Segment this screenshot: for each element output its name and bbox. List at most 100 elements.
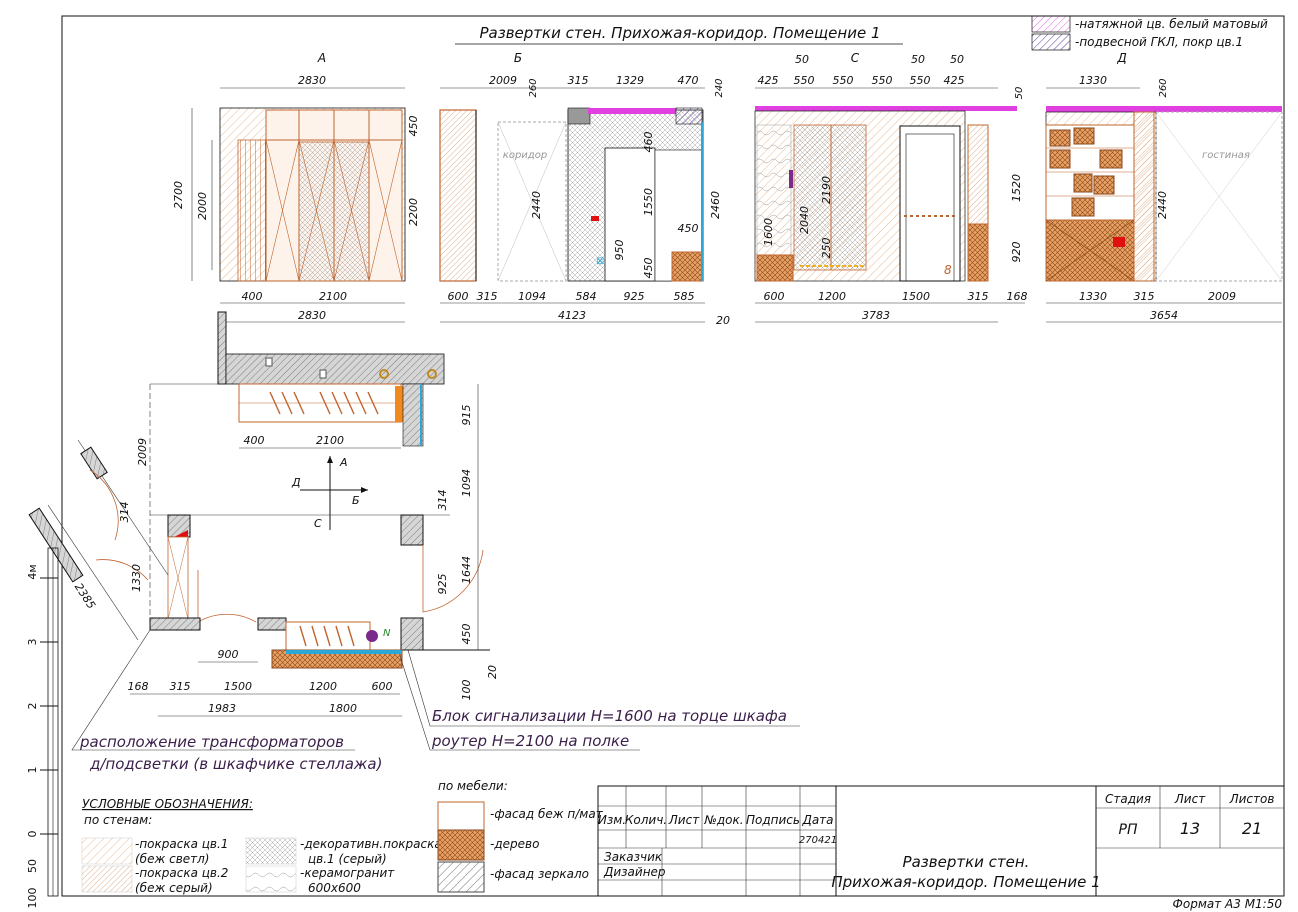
elevation-c-top-7: 50 [950,53,964,66]
elevation-b-h-4: 450 [642,258,655,279]
sheet-title: Развертки стен. Прихожая-коридор. Помеще… [480,24,881,42]
legend-porcelain: -керамогранит [300,866,395,880]
elevation-b-alarm-icon [591,216,599,221]
elevation-a-label: А [317,51,326,65]
tb-designer: Дизайнер [603,865,666,879]
legend-title: УСЛОВНЫЕ ОБОЗНАЧЕНИЯ: [82,797,253,811]
plan-dim-20: 1330 [130,564,143,592]
scale-bar: 4м 3 2 1 0 50 100 [26,547,59,909]
elevation-d-h-1: 920 [1010,242,1023,263]
legend-paint-2-note: (беж серый) [135,881,213,895]
elevation-b-bottom-3: 584 [576,290,597,303]
title-block: Изм. Колич. Лист №док. Подпись Дата 2704… [597,785,1285,897]
elevation-b-bottom-1: 315 [477,290,498,303]
plan-dim-0: 400 [244,434,265,447]
legend-ceiling: -натяжной цв. белый матовый -подвесной Г… [1031,15,1268,51]
tb-stage-label: Стадия [1105,792,1151,806]
elevation-c-bottom-4: 168 [1007,290,1028,303]
elevation-b-top-5: 240 [714,78,725,97]
tb-header-list: Лист [668,813,700,827]
scale-tick-100: 100 [26,888,39,909]
elevation-b-offset: 20 [716,314,730,327]
elevation-b-top-3: 1329 [616,74,644,87]
sheet-format: Формат А3 М1:50 [1173,897,1283,911]
elevation-b-top-1: 260 [528,78,539,97]
elevation-d-bottom-2: 2009 [1208,290,1236,303]
elevation-d: Д 1330 260 гостиная 1520 920 2440 1330 3… [1010,51,1283,323]
tb-header-kolich: Колич. [625,813,667,827]
plan-dir-b: Б [352,494,360,507]
legend-swatch-wood [437,829,485,861]
tb-sheet: 13 [1180,819,1200,838]
elevation-d-label: Д [1116,51,1126,65]
note-alarm: Блок сигнализации Н=1600 на торце шкафа [432,707,787,725]
plan-dim-21: 2385 [72,581,98,612]
plan-dim-14: 1200 [309,680,337,693]
plan-dim-9: 100 [460,680,473,701]
tb-title-line2: Прихожая-коридор. Помещение 1 [831,873,1100,891]
plan-dim-18: 2009 [136,438,149,466]
elevation-b-h-1: 460 [642,132,655,153]
elevation-c-cabinet [756,254,794,282]
plan-dim-4: 314 [436,490,449,511]
elevation-b-top-0: 2009 [489,74,517,87]
elevation-b-bottom-2: 1094 [518,290,546,303]
plan-dim-12: 315 [170,680,191,693]
plan-alarm-icon [366,630,378,642]
plan-dim-3: 1094 [460,469,473,497]
elevation-a-wood-slats [237,139,267,282]
plan-dim-8: 20 [486,665,499,679]
elevation-c-bottom-0: 600 [764,290,785,303]
scale-tick-3: 3 [26,639,39,646]
tb-title-line1: Развертки стен. [903,853,1030,871]
legend-wood: -дерево [490,837,539,851]
legend-swatch-mirror [437,861,485,893]
legend-swatch-stretch-ceiling [1031,15,1071,33]
elevation-c-label: С [851,51,860,65]
legend-furniture: по мебели: -фасад беж п/мат -дерево -фас… [437,779,604,893]
legend-swatch-paint-2 [81,865,133,893]
elevation-a-bottom-dim-1: 2100 [319,290,347,303]
elevation-c-door-mark: 8 [944,263,952,277]
plan-orange-panel [395,386,403,422]
elevation-c-alarm-block [789,170,793,188]
legend-paint-2: -покраска цв.2 [135,866,228,880]
plan-dim-10: 900 [218,648,239,661]
elevation-c-bottom-3: 315 [968,290,989,303]
elevation-b-bottom-4: 925 [624,290,645,303]
floor-plan: N А Б С Д 400 2100 915 1094 314 925 1644… [28,311,499,717]
scale-tick-1: 1 [26,767,39,774]
tb-date: 270421 [799,835,837,846]
elevation-a-height-3: 2200 [407,198,420,226]
legend-facade-beige: -фасад беж п/мат [490,807,604,821]
elevation-b-wood-panel [671,251,703,282]
elevation-a-bottom-total: 2830 [298,309,326,322]
elevation-b-bottom-5: 585 [674,290,695,303]
elevation-b-h-3: 950 [613,240,626,261]
elevation-c-tile-panel [756,124,792,256]
elevation-c-side-dim: 50 [1014,87,1025,100]
elevation-c-wardrobe [793,124,867,271]
legend-porcelain-note: 600х600 [308,881,361,895]
legend-paint-1-note: (беж светл) [135,852,209,866]
elevation-b-sensor-icon: ⊠ [596,256,604,267]
plan-dim-16: 1983 [208,702,236,715]
tb-stage: РП [1119,822,1138,838]
elevation-d-bottom-0: 1330 [1079,290,1107,303]
elevation-d-top-1: 260 [1158,78,1169,97]
elevation-b-corridor-opening [497,121,567,282]
tb-customer: Заказчик [604,850,663,864]
legend-decor-paint-note: цв.1 (серый) [308,852,387,866]
elevation-b-label: Б [514,51,522,65]
tb-header-izm: Изм. [598,813,626,827]
elevation-a-bottom-dim-0: 400 [242,290,263,303]
scale-tick-2: 2 [26,703,39,710]
elevation-c-h-0: 1600 [762,218,775,246]
elevation-c-top-6: 550 [910,74,931,87]
elevation-a-top-dim: 2830 [298,74,326,87]
plan-dim-1: 2100 [316,434,344,447]
elevation-d-bottom-1: 315 [1134,290,1155,303]
plan-dim-2: 915 [460,405,473,426]
elevation-b-h-6: 2460 [709,191,722,219]
legend-swatch-decor-paint [245,837,297,865]
